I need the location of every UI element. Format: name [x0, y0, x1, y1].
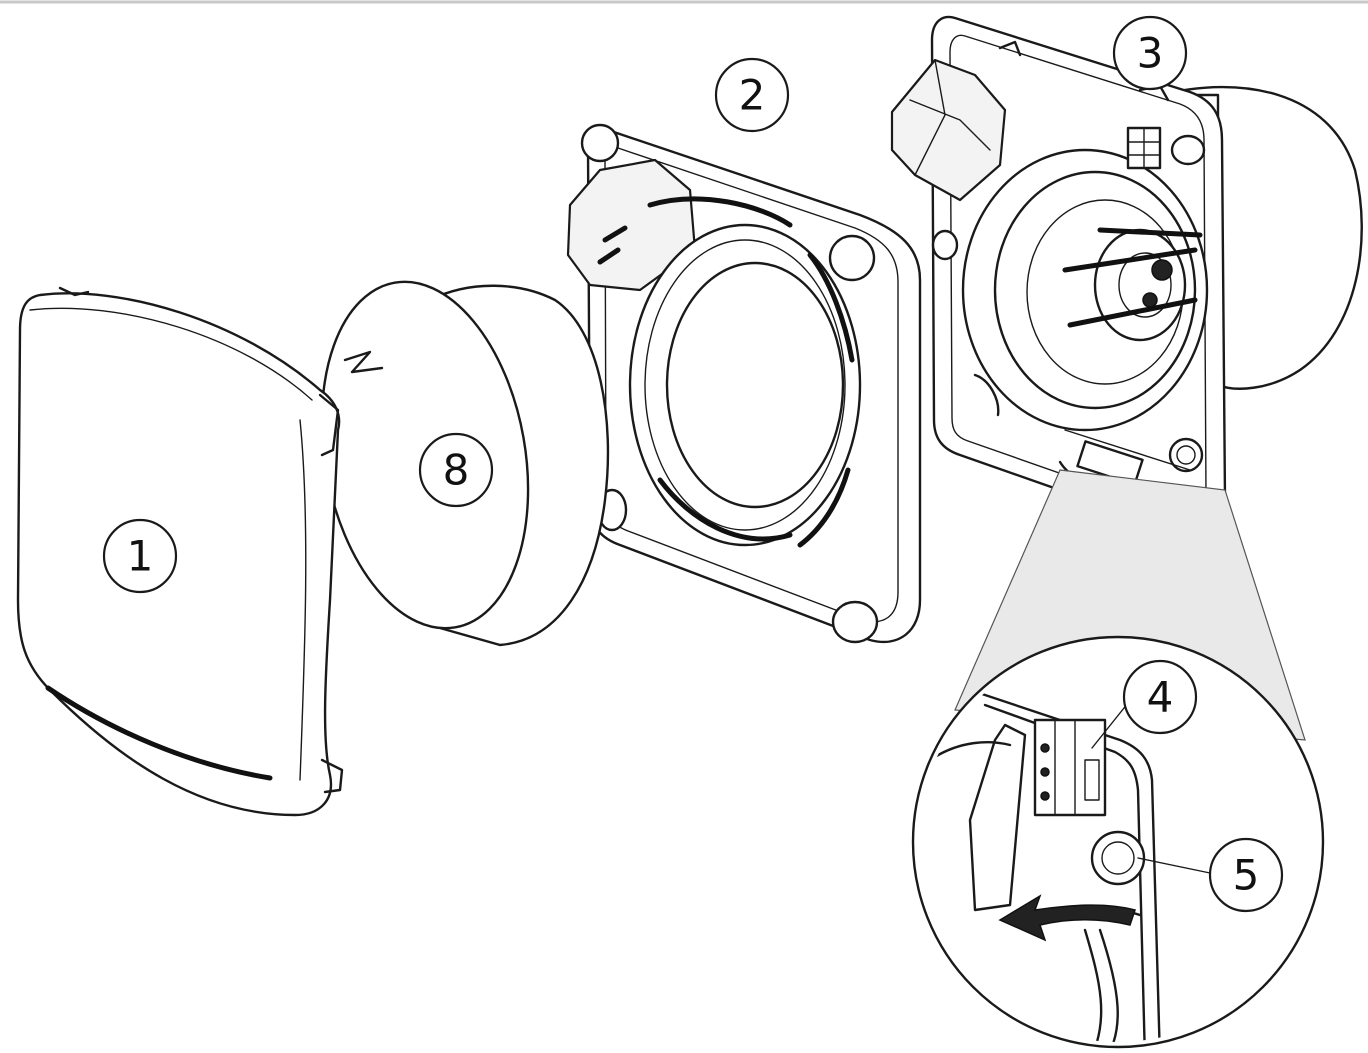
- detail-contents: [928, 688, 1162, 1042]
- detail-magnifier: [911, 469, 1325, 1049]
- callout-3-label: 3: [1137, 29, 1164, 78]
- callout-1-label: 1: [127, 532, 154, 581]
- callout-8: 8: [418, 432, 494, 508]
- callout-5: 5: [1137, 837, 1284, 913]
- callout-8-label: 8: [443, 446, 470, 495]
- callout-3: 3: [1112, 15, 1188, 91]
- callout-2: 2: [714, 57, 790, 133]
- part-2-mounting-frame: [566, 123, 922, 644]
- callout-2-label: 2: [739, 71, 766, 120]
- callout-1: 1: [102, 518, 178, 594]
- part-1-front-cover: [16, 286, 344, 817]
- part-3-motor-unit: [890, 15, 1363, 538]
- callout-4-label: 4: [1147, 673, 1174, 722]
- callout-5-label: 5: [1233, 851, 1260, 900]
- callout-4: 4: [1091, 659, 1198, 749]
